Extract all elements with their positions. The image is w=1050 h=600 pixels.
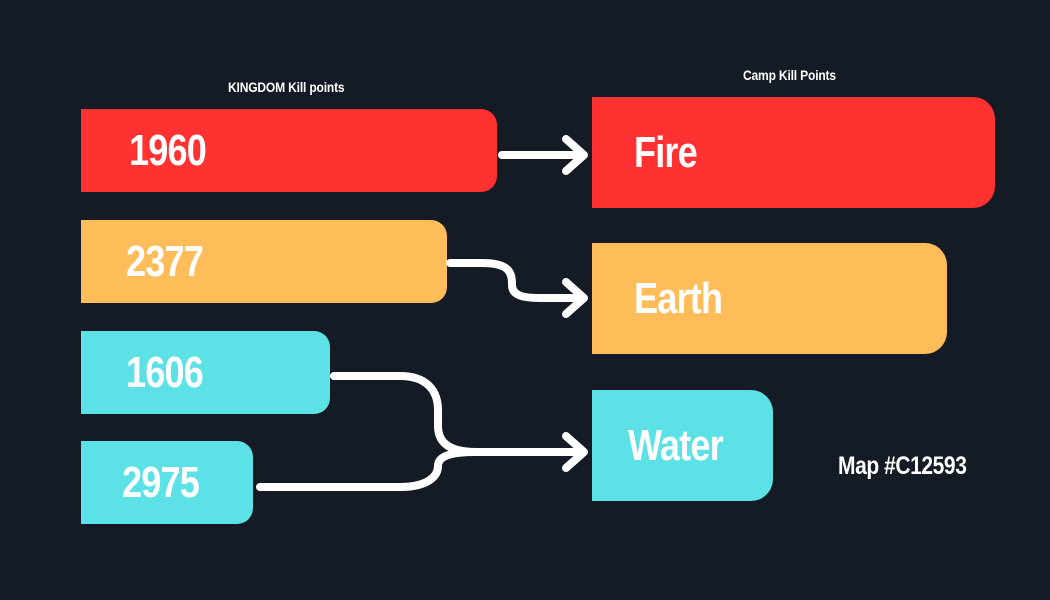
kingdom-block-1606: 1606 [81,331,330,414]
kingdom-block-2975: 2975 [81,441,253,524]
camp-block-fire: Fire [592,97,995,208]
kingdom-block-1960: 1960 [81,109,497,192]
camp-label-earth: Earth [634,273,723,323]
connector-1606-to-water [330,372,586,456]
kingdom-block-2377: 2377 [81,220,447,303]
arrowhead-icon [562,278,588,318]
camp-label-water: Water [628,420,724,470]
camp-block-water: Water [592,390,773,501]
camp-kill-points-heading: Camp Kill Points [743,67,836,83]
connector-2975-to-water [256,448,480,491]
kingdom-value-1960: 1960 [129,125,207,175]
arrowhead-icon [562,135,588,175]
connector-line [256,448,480,491]
connector-line [330,372,586,456]
kingdom-value-1606: 1606 [126,347,204,397]
kingdom-value-2377: 2377 [126,236,204,286]
kingdom-kill-points-heading: KINGDOM Kill points [228,79,345,95]
connector-line [446,259,586,302]
arrowhead-icon [562,432,588,472]
camp-label-fire: Fire [634,127,698,177]
connector-1960-to-fire [498,135,588,175]
map-label: Map #C12593 [838,452,967,480]
kingdom-value-2975: 2975 [122,457,200,507]
camp-block-earth: Earth [592,243,947,354]
connector-2377-to-earth [446,259,588,318]
